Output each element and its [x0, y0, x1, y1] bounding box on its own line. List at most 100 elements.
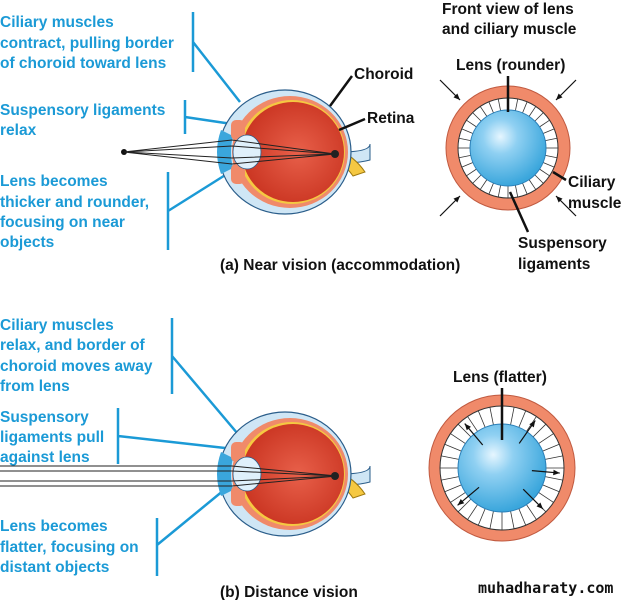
near-caption: (a) Near vision (accommodation) — [220, 257, 460, 274]
suspensory-ligaments-label: ligaments — [518, 256, 590, 273]
annotation-line: thicker and rounder, — [0, 194, 149, 211]
ciliary-muscle-label: Ciliary — [568, 174, 616, 191]
suspensory-ligament-fiber — [542, 128, 555, 134]
suspensory-ligament-fiber — [458, 137, 471, 141]
annotation-line: of choroid toward lens — [0, 55, 166, 72]
suspensory-ligament-fiber — [444, 484, 462, 493]
suspensory-ligament-fiber — [542, 162, 555, 168]
suspensory-ligament-fiber — [528, 106, 537, 117]
suspensory-ligament-fiber — [466, 168, 477, 177]
annotation-line: Ciliary muscles — [0, 14, 114, 31]
suspensory-ligament-fiber — [466, 119, 477, 128]
suspensory-ligament-fiber — [450, 433, 466, 444]
annotation-line: Suspensory — [0, 409, 89, 426]
choroid-label: Choroid — [354, 66, 413, 83]
suspensory-ligament-fiber — [539, 168, 550, 177]
arrowhead-icon — [453, 196, 460, 203]
annotation-line: against lens — [0, 449, 90, 466]
suspensory-pointer — [508, 191, 530, 233]
suspensory-ligament-fiber — [477, 410, 486, 428]
suspensory-ligament-fiber — [518, 410, 527, 428]
suspensory-ligament-fiber — [534, 112, 544, 122]
annotation-line: Lens becomes — [0, 173, 108, 190]
suspensory-ligament-fiber — [518, 508, 527, 526]
suspensory-ligament-fiber — [488, 101, 494, 114]
ciliary-pointer — [552, 170, 567, 182]
annotation-line: Lens becomes — [0, 518, 108, 535]
distance-lens-annotation: Lens becomes flatter, focusing on distan… — [0, 471, 247, 576]
suspensory-ligament-fiber — [545, 155, 558, 159]
leader-line — [170, 318, 244, 441]
suspensory-ligament-fiber — [528, 179, 537, 190]
front-view-lens-near — [439, 76, 577, 217]
suspensory-ligament-fiber — [510, 511, 515, 529]
leader-line — [191, 12, 241, 103]
choroid-pointer — [328, 75, 354, 107]
watermark: muhadharaty.com — [478, 579, 613, 597]
suspensory-ligament-fiber — [477, 508, 486, 526]
distance-caption: (b) Distance vision — [220, 584, 358, 600]
suspensory-ligament-fiber — [472, 174, 482, 184]
annotation-line: objects — [0, 234, 54, 251]
suspensory-ligament-fiber — [489, 511, 494, 529]
arrowhead-icon — [556, 196, 563, 203]
annotation-line: Ciliary muscles — [0, 317, 114, 334]
suspensory-ligament-fiber — [526, 504, 537, 520]
suspensory-ligament-fiber — [532, 423, 547, 438]
distance-vision-panel: Ciliary muscles relax, and border of cho… — [0, 317, 613, 600]
front-view-title: Front view of lens — [442, 1, 574, 18]
suspensory-ligament-fiber — [467, 416, 478, 432]
arrowhead-icon — [536, 502, 544, 510]
suspensory-ligament-fiber — [444, 443, 462, 452]
suspensory-ligament-fiber — [538, 492, 554, 503]
annotation-line: relax, and border of — [0, 337, 146, 354]
distance-ligament-annotation: Suspensory ligaments pull against lens — [0, 408, 235, 466]
suspensory-ligament-fiber — [441, 455, 459, 460]
distance-light-rays — [0, 465, 338, 487]
annotation-line: relax — [0, 122, 37, 139]
ciliary-muscle-label: muscle — [568, 195, 622, 212]
suspensory-ligament-fiber — [539, 119, 550, 128]
eye-near — [216, 89, 371, 215]
arrowhead-icon — [553, 469, 560, 476]
suspensory-ligament-fiber — [457, 498, 472, 513]
suspensory-ligament-fiber — [510, 407, 515, 425]
arrowhead-icon — [556, 93, 563, 100]
suspensory-ligament-fiber — [538, 433, 554, 444]
annotation-line: ligaments pull — [0, 429, 104, 446]
arrowhead-icon — [464, 423, 471, 431]
annotation-line: distant objects — [0, 559, 109, 576]
suspensory-ligament-fiber — [534, 174, 544, 184]
suspensory-ligament-fiber — [497, 98, 501, 111]
annotation-line: choroid moves away — [0, 358, 153, 375]
suspensory-ligament-fiber — [542, 484, 560, 493]
arrowhead-icon — [453, 93, 460, 100]
lens-flatter-label: Lens (flatter) — [453, 369, 547, 386]
arrowhead-icon — [529, 420, 536, 428]
suspensory-ligament-fiber — [488, 182, 494, 195]
suspensory-ligament-fiber — [461, 128, 474, 134]
suspensory-ligament-fiber — [545, 137, 558, 141]
near-ciliary-annotation: Ciliary muscles contract, pulling border… — [0, 12, 241, 103]
retina-pointer — [338, 117, 366, 132]
suspensory-ligament-fiber — [467, 504, 478, 520]
front-view-title: and ciliary muscle — [442, 21, 577, 38]
suspensory-ligament-fiber — [542, 443, 560, 452]
lens-rounder-label: Lens (rounder) — [456, 57, 565, 74]
suspensory-ligament-fiber — [461, 162, 474, 168]
distance-ciliary-annotation: Ciliary muscles relax, and border of cho… — [0, 317, 244, 441]
suspensory-ligament-fiber — [522, 182, 528, 195]
near-vision-panel: Ciliary muscles contract, pulling border… — [0, 1, 622, 274]
suspensory-ligament-fiber — [441, 476, 459, 481]
suspensory-ligament-fiber — [545, 455, 563, 460]
suspensory-ligament-fiber — [458, 155, 471, 159]
retina-label: Retina — [367, 110, 415, 127]
leader-line — [183, 100, 233, 134]
suspensory-ligament-fiber — [489, 407, 494, 425]
arrowhead-icon — [457, 499, 465, 506]
suspensory-ligament-fiber — [457, 423, 472, 438]
near-light-rays — [121, 139, 336, 165]
annotation-line: contract, pulling border — [0, 35, 174, 52]
suspensory-ligament-fiber — [545, 476, 563, 481]
